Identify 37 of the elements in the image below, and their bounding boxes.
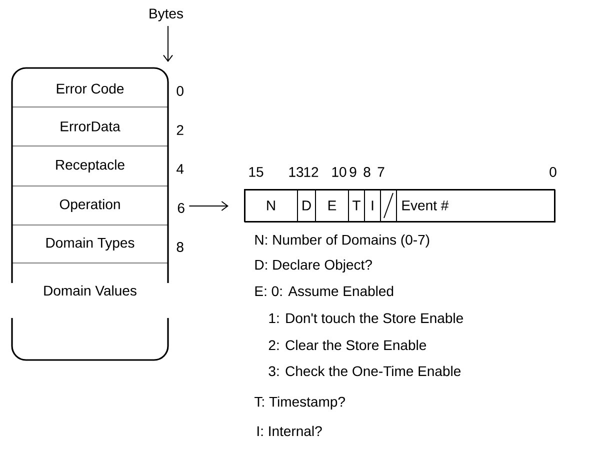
byte-offset: 2: [176, 125, 184, 135]
bit-number: 13: [289, 167, 304, 177]
field-description: T: Timestamp?: [254, 396, 345, 410]
bit-number: 8: [364, 167, 370, 177]
record-field: Domain Values: [44, 285, 136, 296]
column-heading: Bytes: [150, 8, 183, 22]
field-description: 3: Check the One-Time Enable: [268, 366, 461, 376]
field-description: 2: Clear the Store Enable: [268, 340, 426, 350]
field-description: 1: Don't touch the Store Enable: [269, 312, 463, 324]
byte-offset: 4: [176, 164, 184, 174]
record-field: Error Code: [56, 83, 124, 94]
bit-field: I: [364, 189, 381, 222]
bit-number: 0: [550, 167, 556, 177]
record-field: Domain Types: [46, 237, 134, 251]
bit-field: N: [244, 189, 298, 222]
field-description: E: 0: Assume Enabled: [255, 286, 394, 296]
reserved-bit: [380, 189, 397, 222]
byte-offset: 8: [176, 242, 184, 252]
arrow: [188, 201, 228, 211]
record-field: Operation: [60, 198, 120, 212]
byte-offset: 0: [176, 86, 184, 96]
bit-field-register: [244, 190, 556, 222]
field-description: D: Declare Object?: [255, 259, 372, 273]
bit-number: 15: [249, 167, 264, 177]
bit-number: 10: [332, 167, 346, 177]
field-description: N: Number of Domains (0-7): [255, 234, 430, 248]
bit-field: Event #: [396, 189, 555, 222]
bit-field: T: [348, 189, 365, 222]
bit-field: D: [297, 189, 316, 222]
bit-field: E: [315, 189, 349, 222]
byte-offset: 6: [178, 203, 184, 213]
bit-number: 7: [378, 167, 384, 177]
record-field: ErrorData: [60, 122, 120, 132]
bit-number: 12: [304, 167, 318, 177]
field-description: I: Internal?: [258, 426, 322, 436]
bit-number: 9: [350, 167, 356, 177]
record-field: Receptacle: [56, 159, 124, 173]
